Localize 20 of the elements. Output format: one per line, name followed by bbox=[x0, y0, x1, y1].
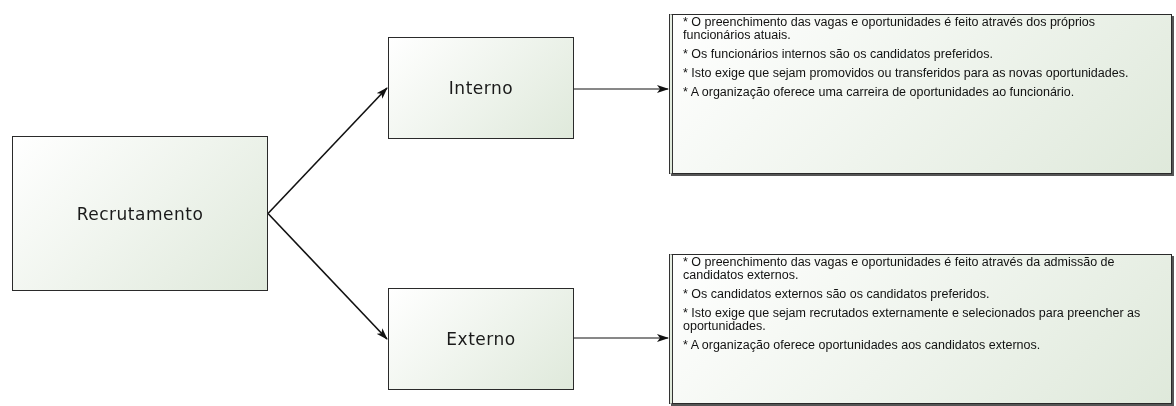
process-box bbox=[12, 136, 268, 291]
bullet-text: * A organização oferece uma carreira de oportunidades ao funcionário. bbox=[683, 86, 1076, 99]
bullet-text: * Isto exige que sejam promovidos ou transferidos para as novas oportunidades. bbox=[683, 67, 1130, 80]
box-label: Recrutamento bbox=[76, 203, 204, 224]
bullet-text: * Os candidatos externos são os candidatos preferidos. bbox=[683, 288, 991, 301]
bullet-text: * Isto exige que sejam recrutados externamente e selecionados para preencher as oportunidades. bbox=[683, 307, 1142, 333]
arrow bbox=[267, 212, 388, 340]
note-box bbox=[669, 254, 1172, 404]
arrow bbox=[573, 334, 669, 342]
box-label: Interno bbox=[448, 78, 514, 98]
arrow bbox=[267, 87, 388, 215]
process-box bbox=[388, 37, 574, 139]
bullet-text: * Os funcionários internos são os candidatos preferidos. bbox=[683, 48, 994, 61]
bullet-text: * O preenchimento das vagas e oportunidades é feito através dos próprios funcionários atuais. bbox=[683, 16, 1097, 42]
note-box bbox=[669, 14, 1172, 174]
box-label: Externo bbox=[446, 329, 516, 349]
bullet-text: * A organização oferece oportunidades aos candidatos externos. bbox=[683, 339, 1042, 352]
arrow bbox=[573, 85, 669, 93]
bullet-text: * O preenchimento das vagas e oportunidades é feito através da admissão de candidatos externos. bbox=[683, 256, 1116, 282]
process-box bbox=[388, 288, 574, 390]
